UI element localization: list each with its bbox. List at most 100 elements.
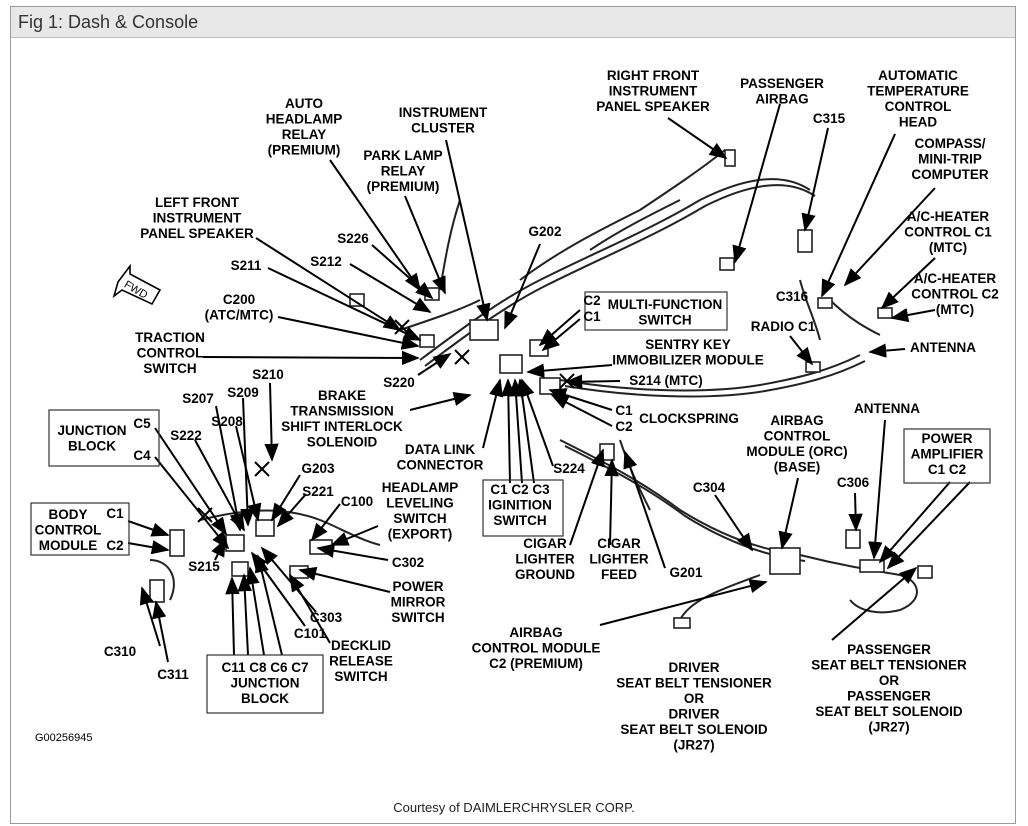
label-line: S208 <box>211 414 243 429</box>
label-antenna1: ANTENNA <box>910 340 976 355</box>
label-line: (PREMIUM) <box>268 143 341 158</box>
label-line: SHIFT INTERLOCK <box>281 419 403 434</box>
label-line: SEAT BELT SOLENOID <box>815 704 963 719</box>
label-c101: C101 <box>294 626 327 641</box>
label-line: BLOCK <box>241 691 289 706</box>
label-line: INSTRUMENT <box>399 105 488 120</box>
label-line: C5 <box>133 416 151 431</box>
label-s224: S224 <box>553 461 585 476</box>
label-line: OR <box>684 691 705 706</box>
label-line: PASSENGER <box>847 642 931 657</box>
label-line: S221 <box>302 484 334 499</box>
label-line: SWITCH <box>143 361 196 376</box>
label-jb-c5: C5 <box>133 416 151 431</box>
label-line: LEVELING <box>386 496 454 511</box>
label-line: LIGHTER <box>589 552 648 567</box>
figure-id: G00256945 <box>35 732 93 744</box>
label-line: G202 <box>528 224 561 239</box>
label-line: SWITCH <box>391 610 444 625</box>
label-line: C315 <box>813 111 846 126</box>
label-line: C1 C2 C3 <box>490 482 550 497</box>
label-line: RELEASE <box>329 654 393 669</box>
label-line: MODULE <box>39 538 98 553</box>
label-s212: S212 <box>310 254 342 269</box>
label-line: BODY <box>48 507 87 522</box>
label-line: PASSENGER <box>740 76 824 91</box>
label-line: SEAT BELT SOLENOID <box>620 722 768 737</box>
label-line: G201 <box>669 565 703 580</box>
label-c303: C303 <box>310 610 343 625</box>
label-line: AIRBAG <box>755 92 808 107</box>
label-line: C1 <box>583 309 601 324</box>
label-line: C1 C2 <box>928 462 966 477</box>
label-line: C101 <box>294 626 327 641</box>
label-line: TRANSMISSION <box>290 404 394 419</box>
label-line: S214 (MTC) <box>629 373 703 388</box>
label-line: S224 <box>553 461 585 476</box>
label-line: INSTRUMENT <box>153 211 242 226</box>
label-line: TRACTION <box>135 330 205 345</box>
label-line: DECKLID <box>331 638 391 653</box>
label-c100: C100 <box>341 494 373 509</box>
figure-title: Fig 1: Dash & Console <box>18 12 199 32</box>
label-line: C2 (PREMIUM) <box>489 656 583 671</box>
label-c304: C304 <box>693 480 726 495</box>
label-line: CONTROL <box>885 99 952 114</box>
label-line: SWITCH <box>334 669 387 684</box>
label-line: C200 <box>223 292 255 307</box>
label-line: DATA LINK <box>405 442 475 457</box>
label-line: S210 <box>252 367 284 382</box>
label-line: C1 <box>615 403 633 418</box>
label-line: RADIO C1 <box>751 319 816 334</box>
label-s226: S226 <box>337 231 369 246</box>
label-line: INSTRUMENT <box>609 84 698 99</box>
label-line: AMPLIFIER <box>911 447 984 462</box>
label-line: S209 <box>227 385 259 400</box>
label-line: OR <box>879 673 900 688</box>
label-line: JUNCTION <box>230 676 299 691</box>
label-line: CIGAR <box>597 536 641 551</box>
label-s207: S207 <box>182 391 214 406</box>
label-line: C310 <box>104 644 136 659</box>
label-line: (EXPORT) <box>388 527 453 542</box>
label-line: ANTENNA <box>910 340 976 355</box>
label-line: (PREMIUM) <box>367 179 440 194</box>
label-s215: S215 <box>188 559 220 574</box>
label-line: ANTENNA <box>854 401 920 416</box>
label-line: SWITCH <box>493 513 546 528</box>
label-c316: C316 <box>776 289 809 304</box>
label-jb-c4: C4 <box>133 448 151 463</box>
label-line: C4 <box>133 448 151 463</box>
label-c302: C302 <box>392 555 424 570</box>
label-line: HEADLAMP <box>266 112 343 127</box>
label-c200: C200(ATC/MTC) <box>205 292 274 323</box>
label-line: C304 <box>693 480 726 495</box>
label-line: S220 <box>383 375 415 390</box>
label-s222: S222 <box>170 428 202 443</box>
label-line: C11 C8 C6 C7 <box>221 660 308 675</box>
label-line: IGINITION <box>488 498 552 513</box>
label-clockspring: CLOCKSPRING <box>639 411 739 426</box>
label-line: LEFT FRONT <box>155 195 240 210</box>
label-line: DRIVER <box>668 707 719 722</box>
label-line: CLOCKSPRING <box>639 411 739 426</box>
label-line: LIGHTER <box>515 552 574 567</box>
label-line: RELAY <box>381 164 426 179</box>
label-line: PANEL SPEAKER <box>140 226 254 241</box>
label-line: C2 <box>106 538 123 553</box>
label-line: SENTRY KEY <box>645 337 731 352</box>
